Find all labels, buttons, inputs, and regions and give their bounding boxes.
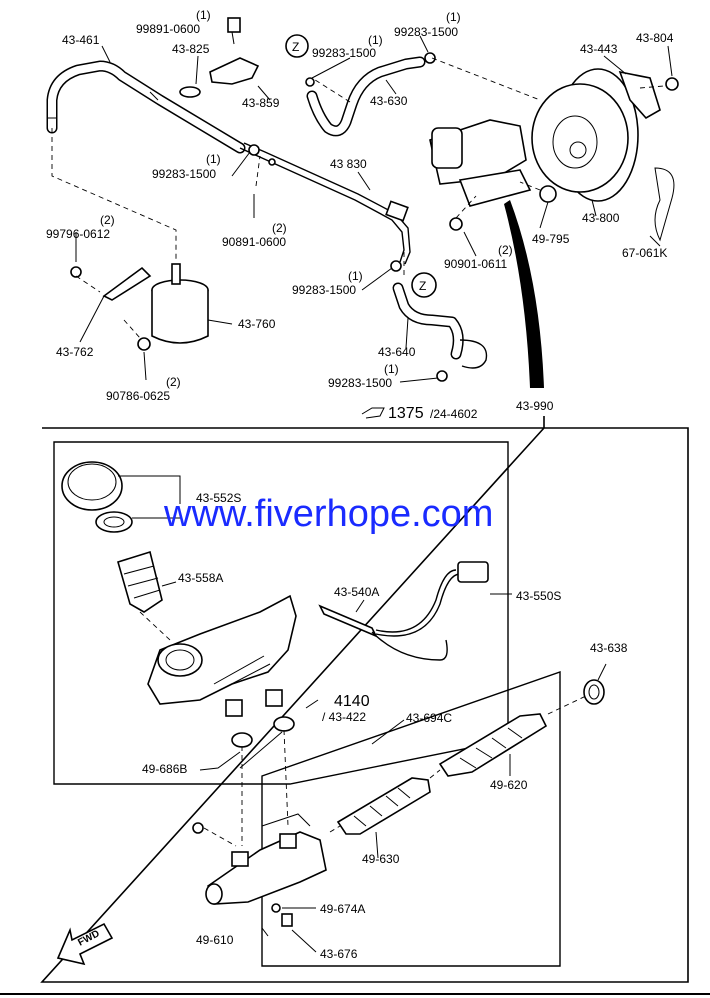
svg-text:(1): (1) [384, 362, 399, 376]
piston-assembly-49-630 [336, 777, 431, 835]
brake-booster-43-800 [531, 68, 679, 242]
seal-43-638 [583, 663, 607, 705]
svg-text:Z: Z [292, 40, 299, 54]
upper-pointer-lines [75, 31, 673, 383]
label-99796-0612: 99796-0612 [46, 227, 110, 241]
svg-text:Z: Z [419, 279, 426, 293]
label-43-630: 43-630 [370, 94, 408, 108]
label-99283-1500-c: 99283-1500 [152, 167, 216, 181]
label-43-558a: 43-558A [178, 571, 223, 585]
svg-text:(2): (2) [498, 243, 513, 257]
label-90901-0611: 90901-0611 [444, 257, 507, 271]
lower-labels: 43-552S 43-558A 43-540A 43-550S 43-638 4… [142, 491, 628, 961]
label-67-061k: 67-061K [622, 246, 667, 260]
svg-text:(1): (1) [206, 152, 221, 166]
cylinder-frame [261, 671, 561, 967]
upper-labels: 43-461 (1) 99891-0600 43-825 43-859 (1) … [46, 8, 674, 422]
label-99283-1500-e: 99283-1500 [328, 376, 392, 390]
stop-bolt-43-676 [271, 903, 317, 953]
label-43-762: 43-762 [56, 345, 94, 359]
svg-text:(1): (1) [348, 269, 363, 283]
svg-text:(2): (2) [272, 221, 287, 235]
reference-arrow-icon [361, 407, 385, 419]
label-43-990: 43-990 [516, 399, 554, 413]
label-43-760: 43-760 [238, 317, 276, 331]
label-99283-1500-d: 99283-1500 [292, 283, 356, 297]
label-43-640: 43-640 [378, 345, 416, 359]
label-99283-1500-a: 99283-1500 [312, 46, 376, 60]
label-43-825: 43-825 [172, 42, 210, 56]
outer-frame [40, 416, 689, 983]
label-ref-1375: 1375 [388, 405, 424, 422]
svg-text:/24-4602: /24-4602 [430, 407, 478, 421]
bracket-43-859 [179, 17, 260, 98]
label-43-859: 43-859 [242, 96, 280, 110]
z-marker-top: Z [285, 34, 309, 58]
label-99891-0600: 99891-0600 [136, 22, 200, 36]
svg-text:(1): (1) [446, 10, 461, 24]
label-43-830: 43 830 [330, 157, 367, 171]
lower-leader-lines [139, 611, 587, 847]
label-ref-4140: 4140 [334, 693, 370, 710]
label-49-610: 49-610 [196, 933, 234, 947]
label-90891-0600: 90891-0600 [222, 235, 286, 249]
svg-text:(1): (1) [368, 33, 383, 47]
vacuum-tank-43-760 [70, 263, 209, 351]
upper-leader-lines [51, 57, 665, 339]
hose-43-640 [390, 260, 488, 382]
label-49-686b: 49-686B [142, 762, 187, 776]
level-sensor-43-550s [318, 561, 512, 661]
label-49-795: 49-795 [532, 232, 570, 246]
label-49-630: 49-630 [362, 852, 400, 866]
piston-assembly-49-620 [438, 713, 548, 777]
svg-text:/ 43-422: / 43-422 [322, 710, 366, 724]
label-99283-1500-b: 99283-1500 [394, 25, 458, 39]
label-43-540a: 43-540A [334, 585, 379, 599]
label-43-443: 43-443 [580, 42, 618, 56]
forward-arrow-icon: FWD [56, 922, 114, 966]
z-marker-middle: Z [411, 272, 437, 298]
vacuum-pipe-43-830 [239, 142, 411, 265]
lower-pointer-lines [161, 581, 511, 937]
master-cylinder-assembly-top [429, 119, 544, 388]
label-43-676: 43-676 [320, 947, 358, 961]
ref-4140-arrow-icon [305, 699, 319, 709]
label-43-694c: 43-694C [406, 711, 452, 725]
vacuum-hose-43-461 [46, 60, 246, 154]
watermark-text: www.fiverhope.com [163, 493, 493, 535]
svg-text:(2): (2) [100, 213, 115, 227]
label-49-674a: 49-674A [320, 902, 365, 916]
label-43-461: 43-461 [62, 33, 100, 47]
label-49-620: 49-620 [490, 778, 528, 792]
svg-text:(2): (2) [166, 375, 181, 389]
label-43-550s: 43-550S [516, 589, 561, 603]
label-43-804: 43-804 [636, 31, 674, 45]
reservoir-cap-43-552s [61, 461, 181, 533]
label-43-800: 43-800 [582, 211, 620, 225]
cylinder-body-49-610 [192, 813, 327, 905]
label-43-638: 43-638 [590, 641, 628, 655]
label-90786-0625: 90786-0625 [106, 389, 170, 403]
strainer-43-558a [117, 550, 163, 613]
label-43-552s: 43-552S [196, 491, 241, 505]
svg-text:(1): (1) [196, 8, 211, 22]
reservoir-tank [147, 594, 297, 748]
hose-43-630 [305, 52, 436, 137]
